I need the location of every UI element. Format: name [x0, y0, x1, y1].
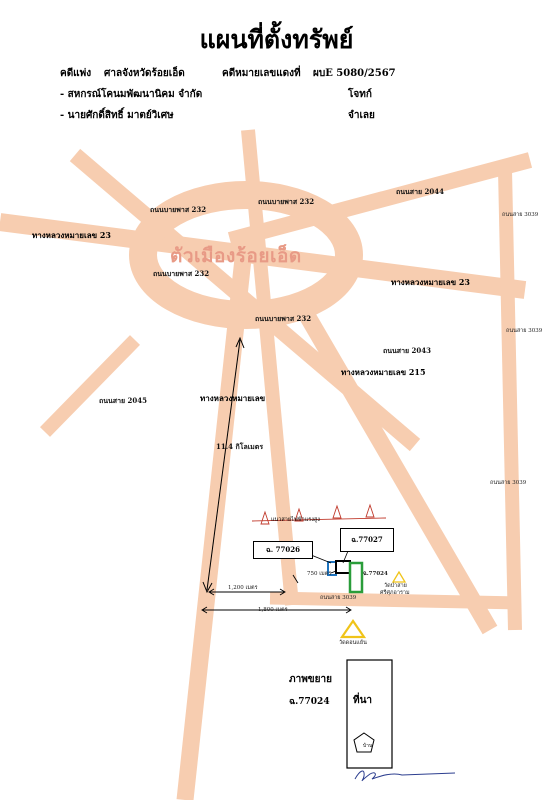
distance-label-1200: 1,200 เมตร [228, 585, 258, 591]
plaintiff-name: - สหกรณ์โคนมพัฒนานิคม จำกัด [60, 89, 203, 100]
inset-parcel-label: ฉ.77024 [289, 697, 330, 707]
map-title: แผนที่ตั้งทรัพย์ [199, 25, 354, 54]
power-line-label: แนวสายไฟฟ้าแรงสูง [271, 517, 320, 523]
road-label-ring-nw: ถนนบายพาส 232 [150, 205, 207, 214]
road-3039-bottom [269, 591, 521, 610]
temple-near-label: วัดป่าสาย [384, 583, 407, 589]
road-label-hwy-south: ทางหลวงหมายเลข [200, 393, 266, 403]
callout-line-77027 [342, 550, 349, 564]
road-label-hwy23-west: ทางหลวงหมายเลข 23 [32, 230, 111, 240]
inset-land-use: ที่นา [353, 695, 373, 706]
defendant-role: จำเลย [348, 110, 375, 121]
road-3039-east [498, 169, 522, 631]
bypass-ring [129, 181, 363, 329]
temple-icon [339, 619, 367, 639]
road-2045 [39, 335, 141, 437]
road-label-3039-a: ถนนสาย 3039 [502, 212, 539, 218]
road-label-3039-b: ถนนสาย 3039 [506, 328, 543, 334]
distance-label-1800: 1,800 เมตร [258, 607, 288, 613]
road-label-3039-c: ถนนสาย 3039 [490, 480, 527, 486]
city-label: ตัวเมืองร้อยเอ็ด [170, 245, 302, 267]
parcel-77024-shape [348, 561, 364, 594]
temple-south-label: วัดดอนแย้น [339, 640, 367, 646]
distance-arrow-1800 [201, 606, 352, 614]
road-label-2043: ถนนสาย 2043 [383, 346, 432, 355]
parcel-77026-callout: ฉ. 77026 [253, 541, 313, 559]
road-label-2044: ถนนสาย 2044 [396, 187, 445, 196]
distance-label-main: 11.4 กิโลเมตร [216, 442, 264, 451]
road-label-2045: ถนนสาย 2045 [99, 396, 148, 405]
inset-title: ภาพขยาย [289, 674, 332, 685]
defendant-name: - นายศักดิ์สิทธิ์ มาตย์วิเศษ [60, 110, 174, 121]
road-label-ring-w: ถนนบายพาส 232 [153, 269, 210, 278]
distance-arrow-main [202, 336, 245, 594]
road-label-hwy23-east: ทางหลวงหมายเลข 23 [391, 277, 470, 287]
road-label-hwy215: ทางหลวงหมายเลข 215 [341, 367, 426, 377]
power-line [251, 517, 387, 522]
inset-house-label: บ้าน [363, 743, 373, 749]
plaintiff-role: โจทก์ [348, 89, 372, 100]
road-label-ring-ne: ถนนบายพาส 232 [258, 197, 315, 206]
road-south-hwy [176, 239, 254, 800]
road-label-3039-bottom: ถนนสาย 3039 [320, 595, 357, 601]
callout-line-77026 [310, 554, 332, 564]
road-label-ring-s: ถนนบายพาส 232 [255, 314, 312, 323]
court-name: ศาลจังหวัดร้อยเอ็ด [104, 68, 185, 79]
case-label: คดีหมายเลขแดงที่ [222, 68, 301, 79]
road-2044 [227, 152, 533, 248]
house-icon [353, 732, 375, 753]
tower-icon [260, 503, 375, 525]
court-label: คดีแพ่ง [60, 68, 92, 79]
temple-near-label-2: ศรีศุภอาราม [380, 590, 410, 596]
temple-icon [391, 570, 407, 583]
road-network [0, 129, 533, 800]
parcel-77027-callout: ฉ.77027 [340, 528, 394, 552]
road-hwy215 [290, 295, 498, 635]
parcel-77024-label: ฉ.77024 [363, 571, 388, 577]
signature [354, 770, 456, 782]
inset-parcel-outline [346, 659, 393, 769]
case-number: ผบE 5080/2567 [313, 68, 396, 79]
distance-label-750: 750 เมตร [307, 571, 332, 577]
distance-arrow-1200 [208, 588, 286, 596]
